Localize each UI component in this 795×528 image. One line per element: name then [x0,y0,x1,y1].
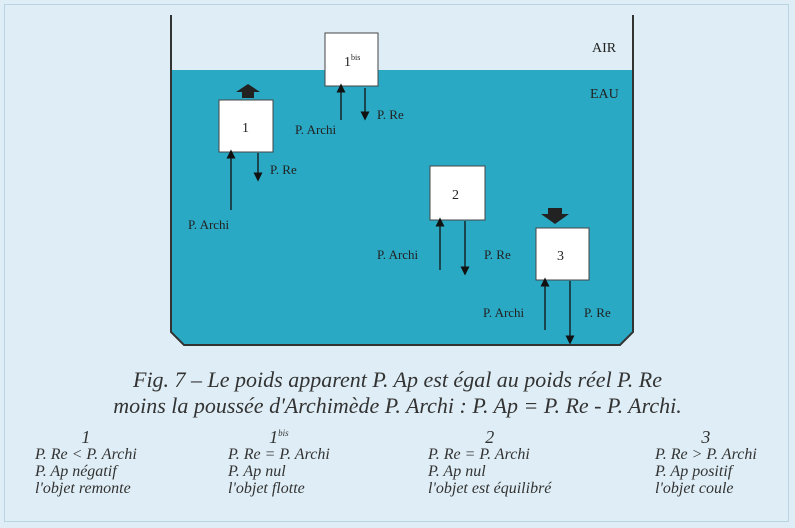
legend-col-2-line-2: P. Ap nul [228,463,286,480]
legend-col-3: 2 P. Re = P. Archi P. Ap nul l'objet est… [428,425,551,497]
legend-col-3-line-1: P. Re = P. Archi [428,446,530,463]
apparent-up-arrow-1 [236,84,260,98]
legend-col-2: 1bis P. Re = P. Archi P. Ap nul l'objet … [228,425,330,497]
tank-walls [170,15,634,346]
archi-label-1: P. Archi [188,217,230,232]
legend-col-4-number: 3 [701,427,711,447]
archi-label-2: P. Archi [377,247,419,262]
apparent-down-arrow-3 [541,208,569,224]
legend-col-3-line-2: P. Ap nul [428,463,486,480]
figure-frame [4,4,789,522]
legend-col-2-number: 1bis [269,427,289,447]
object-3-label: 3 [557,249,564,264]
water-label: EAU [590,87,619,102]
legend-col-2-line-3: l'objet flotte [228,480,305,497]
re-label-2: P. Re [484,247,511,262]
re-label-3: P. Re [584,305,611,320]
water-area [171,70,633,345]
legend-col-3-line-3: l'objet est équilibré [428,480,552,497]
object-1bis: 1bis [324,32,379,87]
legend-col-1-line-3: l'objet remonte [35,480,131,497]
caption-line-2: moins la poussée d'Archimède P. Archi : … [113,393,682,418]
object-2-label: 2 [452,188,459,203]
re-label-1bis: P. Re [377,107,404,122]
caption-line-1: Fig. 7 – Le poids apparent P. Ap est éga… [133,367,662,392]
object-1: 1 [218,99,274,153]
legend-col-1: 1 P. Re < P. Archi P. Ap négatif l'objet… [35,425,137,497]
legend-col-1-line-2: P. Ap négatif [35,463,117,480]
legend-col-4-line-3: l'objet coule [655,480,734,497]
legend-col-1-number: 1 [81,427,91,447]
legend-col-4-line-2: P. Ap positif [655,463,733,480]
object-2: 2 [429,165,486,221]
object-1bis-label: 1 [344,55,351,70]
object-3: 3 [535,227,590,281]
svg-text:1bis: 1bis [344,53,360,70]
object-1bis-sup: bis [351,53,360,62]
legend-col-4-line-1: P. Re > P. Archi [655,446,757,463]
legend-col-3-number: 2 [485,427,495,447]
legend-col-2-line-1: P. Re = P. Archi [228,446,330,463]
legend-col-4: 3 P. Re > P. Archi P. Ap positif l'objet… [655,425,757,497]
archi-label-3: P. Archi [483,305,525,320]
air-label: AIR [592,41,617,56]
re-label-1: P. Re [270,162,297,177]
archi-label-1bis: P. Archi [295,122,337,137]
legend-col-1-line-1: P. Re < P. Archi [35,446,137,463]
object-1-label: 1 [242,121,249,136]
